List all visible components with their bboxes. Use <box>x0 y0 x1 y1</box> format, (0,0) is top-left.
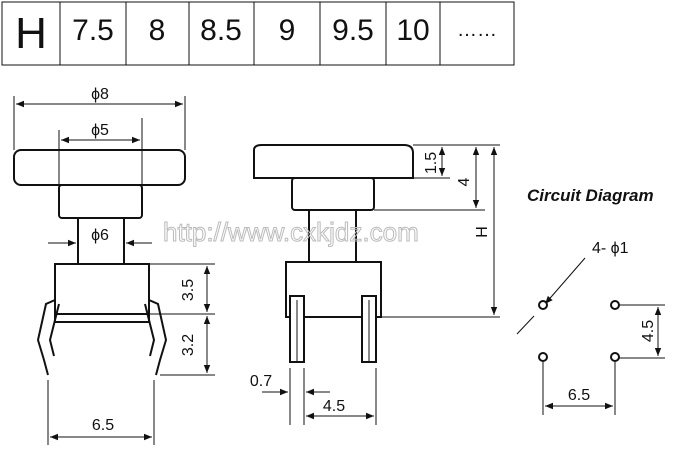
table-cell: 9 <box>279 14 296 47</box>
dim-holes: 4- ϕ1 <box>592 240 629 257</box>
dim-0-7: 0.7 <box>250 373 272 390</box>
table-border <box>1 1 515 66</box>
dim-h: H <box>474 226 491 238</box>
side-cap <box>253 144 414 179</box>
circuit-dimensions <box>516 257 665 415</box>
dim-4-5-side: 4.5 <box>323 398 345 415</box>
front-left-leg <box>36 299 56 376</box>
dim-phi6: ϕ6 <box>91 227 109 244</box>
dim-6-5: 6.5 <box>92 417 114 434</box>
side-stem-upper <box>291 177 375 211</box>
watermark-url: http://www.cxkjdz.com <box>163 217 419 247</box>
side-view <box>253 144 414 363</box>
dim-6-5-circuit: 6.5 <box>568 387 590 404</box>
front-right-leg <box>148 299 168 376</box>
hole-bottom-left <box>538 352 548 362</box>
h-value-table: H 7.5 8 8.5 9 9.5 10 …… <box>1 1 515 66</box>
dim-phi5: ϕ5 <box>91 122 109 139</box>
front-cap <box>13 149 186 186</box>
front-dimensions <box>13 96 215 445</box>
dim-3-2: 3.2 <box>180 334 197 356</box>
hole-bottom-right <box>610 352 620 362</box>
dim-4: 4 <box>456 177 473 186</box>
dim-1-5: 1.5 <box>423 152 440 174</box>
side-stem-lower <box>308 209 357 263</box>
circuit-diagram-title: Circuit Diagram <box>527 186 654 205</box>
hole-top-right <box>610 300 620 310</box>
side-dimensions <box>262 144 500 425</box>
table-cell: 9.5 <box>332 14 374 47</box>
front-view <box>13 149 186 376</box>
table-header-h: H <box>15 9 47 58</box>
dim-3-5: 3.5 <box>180 279 197 301</box>
table-cell: 8.5 <box>200 14 242 47</box>
hole-top-left <box>538 300 548 310</box>
front-body <box>54 263 150 315</box>
table-cell: 10 <box>396 14 429 47</box>
dim-phi8: ϕ8 <box>91 86 109 103</box>
front-stem-upper <box>58 184 143 219</box>
circuit-holes <box>538 300 620 362</box>
table-cell: 7.5 <box>72 14 114 47</box>
table-cell-ellipsis: …… <box>457 19 497 41</box>
table-cell: 8 <box>149 14 166 47</box>
dim-4-5-circuit: 4.5 <box>640 320 657 342</box>
